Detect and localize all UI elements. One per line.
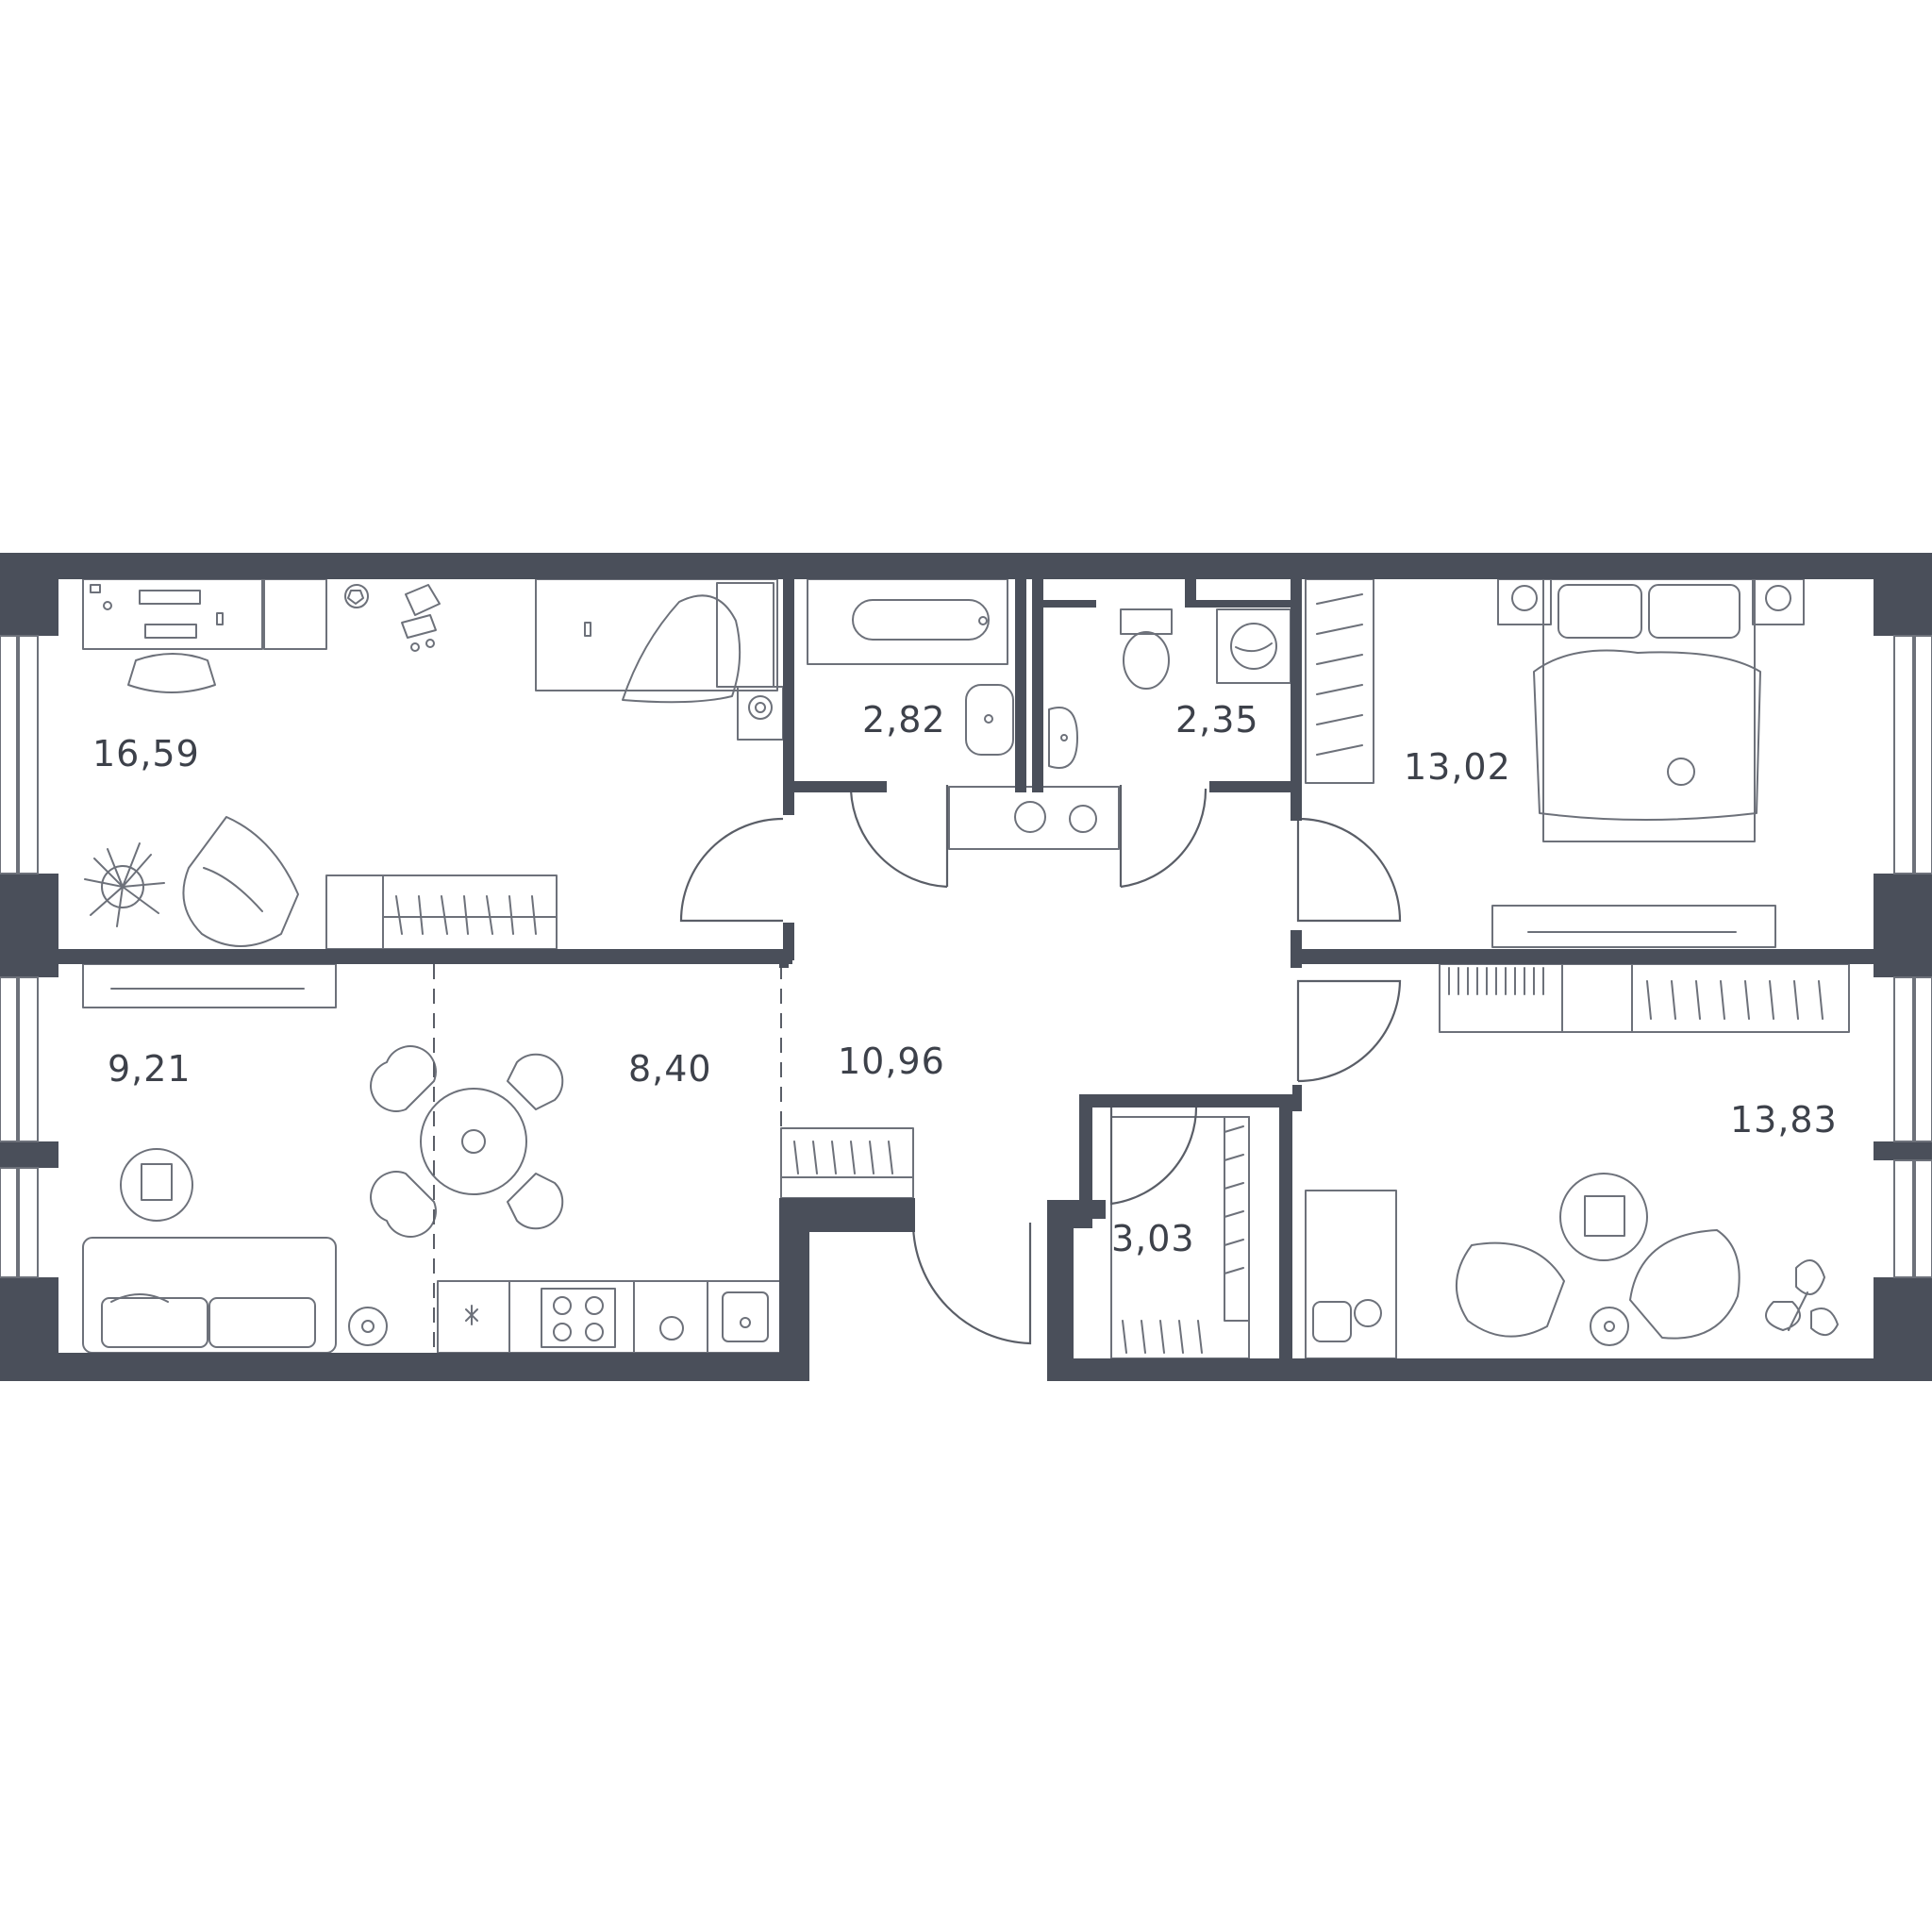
- washing-machine-icon: [1216, 608, 1291, 684]
- tv-stand-top-right-icon: [1491, 905, 1776, 948]
- desk-icon: [82, 578, 327, 693]
- area-label-bedroom-top-right: 13,02: [1404, 746, 1511, 788]
- doors: [679, 785, 1402, 1345]
- coffee-table-icon: [120, 1148, 193, 1222]
- washbasin-icon: [965, 684, 1014, 756]
- single-bed-icon: [535, 578, 778, 704]
- area-label-kitchen: 8,40: [628, 1048, 712, 1090]
- area-label-bedroom-bottom-right: 13,83: [1730, 1099, 1838, 1141]
- monstera-plant-icon: [1765, 1259, 1839, 1336]
- nightstand-icon: [737, 686, 784, 741]
- window-left-1: [0, 635, 18, 874]
- window-left-2: [0, 976, 18, 1142]
- tv-stand-icon: [82, 963, 337, 1008]
- armchair-left-icon: [1456, 1241, 1565, 1338]
- area-label-bathroom: 2,82: [862, 699, 946, 741]
- side-table-icon: [348, 1307, 388, 1346]
- door-bedroom-br: [1296, 979, 1402, 1083]
- area-label-bedroom-top-left: 16,59: [92, 733, 200, 774]
- armchair-right-icon: [1629, 1229, 1740, 1340]
- door-toilet: [1119, 785, 1208, 889]
- small-sink-icon: [1048, 707, 1078, 769]
- window-right-3: [1914, 1159, 1932, 1278]
- toilet-icon: [1120, 608, 1173, 690]
- walls: [0, 553, 1932, 1381]
- round-table-icon: [1559, 1173, 1648, 1261]
- kitchen-counter-icon: [437, 1280, 782, 1354]
- double-bed-icon: [1533, 578, 1761, 842]
- furniture: [82, 578, 1850, 1359]
- hall-shelf-icon: [948, 786, 1120, 850]
- armchair-icon: [182, 816, 299, 947]
- rollerskates-icon: [401, 584, 441, 652]
- door-bedroom-tr: [1296, 817, 1402, 923]
- wardrobe-top-right-icon: [1305, 578, 1374, 784]
- window-left-3: [0, 1167, 18, 1278]
- nightstand-right-icon: [1752, 578, 1805, 625]
- hall-wardrobe-icon: [780, 1127, 914, 1199]
- area-labels: 16,59 2,82 2,35 13,02 9,21 8,40 10,96 3,…: [92, 699, 1838, 1259]
- area-label-toilet: 2,35: [1175, 699, 1259, 741]
- area-label-hallway: 10,96: [838, 1041, 945, 1082]
- door-bathroom: [849, 785, 949, 889]
- ball-icon: [344, 584, 369, 608]
- sofa-icon: [82, 1237, 337, 1354]
- bathtub-icon: [807, 578, 1008, 665]
- area-label-storage: 3,03: [1111, 1218, 1195, 1259]
- door-entrance: [911, 1222, 1032, 1345]
- area-label-living-room: 9,21: [108, 1048, 192, 1090]
- window-right-2: [1914, 976, 1932, 1142]
- windows: [0, 635, 1932, 1278]
- kids-bed-icon: [1305, 1190, 1397, 1359]
- window-right-1: [1914, 635, 1932, 874]
- door-storage: [1109, 1103, 1198, 1206]
- wardrobe-icon: [325, 874, 558, 950]
- dining-table-icon: [370, 1045, 564, 1238]
- small-table-icon: [1590, 1307, 1629, 1346]
- wardrobe-bottom-right-icon: [1439, 963, 1850, 1033]
- plant-icon: [84, 842, 165, 927]
- door-bedroom-tl: [679, 817, 784, 923]
